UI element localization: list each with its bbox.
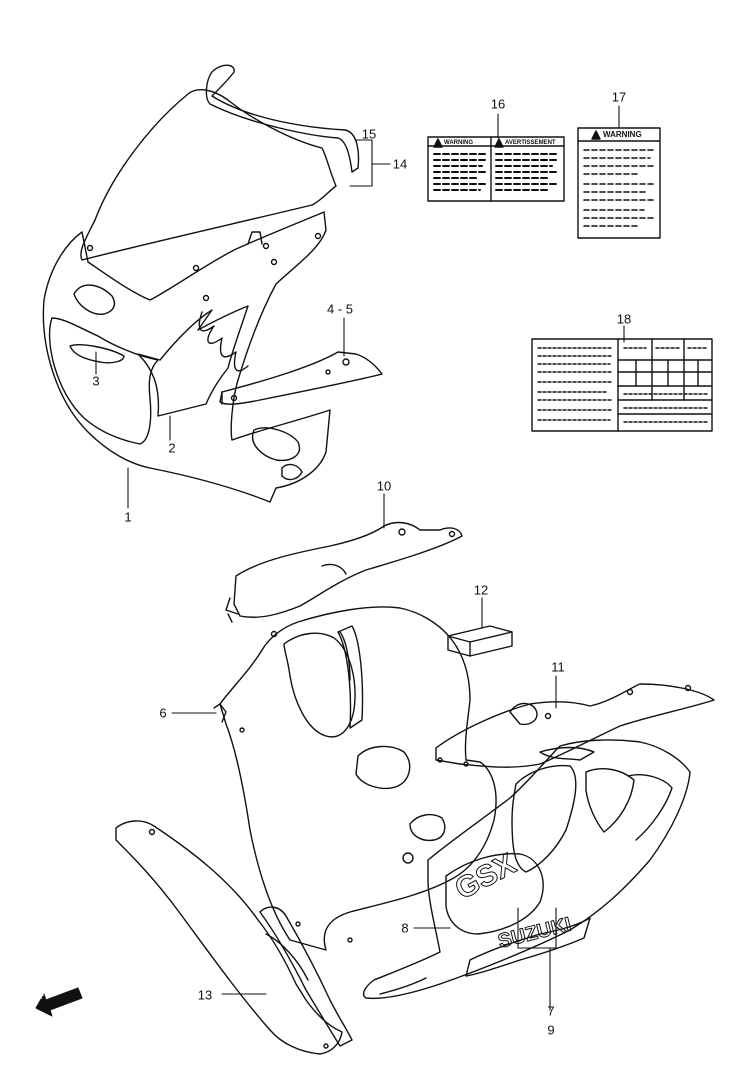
svg-text:GSX: GSX	[450, 847, 521, 906]
label-17-warning-text: WARNING	[603, 130, 642, 139]
pad-12	[447, 625, 513, 657]
callout-18[interactable]: 18	[616, 311, 632, 327]
callout-16[interactable]: 16	[490, 96, 506, 112]
inner-panel-10	[225, 521, 463, 623]
callout-6[interactable]: 6	[159, 705, 167, 721]
callout-12[interactable]: 12	[473, 582, 489, 598]
label-16-avertissement-text: AVERTISSEMENT	[505, 140, 556, 146]
callout-4-5[interactable]: 4 - 5	[326, 301, 354, 317]
callout-3[interactable]: 3	[92, 373, 100, 389]
spec-label-18	[531, 338, 713, 432]
middle-panel-6	[213, 606, 497, 951]
callout-7[interactable]: 7	[547, 1003, 555, 1019]
warning-label-16	[427, 136, 565, 202]
callout-1[interactable]: 1	[124, 509, 132, 525]
callout-2[interactable]: 2	[168, 440, 176, 456]
callout-11[interactable]: 11	[551, 659, 565, 675]
callout-13[interactable]: 13	[197, 987, 213, 1003]
callout-10[interactable]: 10	[376, 478, 392, 494]
callout-15[interactable]: 15	[361, 126, 377, 142]
lower-cowling-8: SUZUKI GSX	[362, 739, 691, 1000]
callout-17[interactable]: 17	[611, 89, 627, 105]
forward-arrow-icon	[35, 987, 83, 1017]
windscreen	[80, 64, 360, 261]
warning-label-17	[577, 127, 661, 239]
side-trim-13	[115, 820, 353, 1055]
callout-9[interactable]: 9	[547, 1022, 555, 1038]
panel-11	[435, 683, 715, 768]
leader-lines	[95, 105, 625, 1011]
callout-14[interactable]: 14	[392, 156, 408, 172]
upper-cowling	[42, 211, 331, 503]
label-16-warning-text: WARNING	[444, 140, 473, 146]
callout-8[interactable]: 8	[401, 920, 409, 936]
bracket-4-5	[219, 351, 383, 405]
